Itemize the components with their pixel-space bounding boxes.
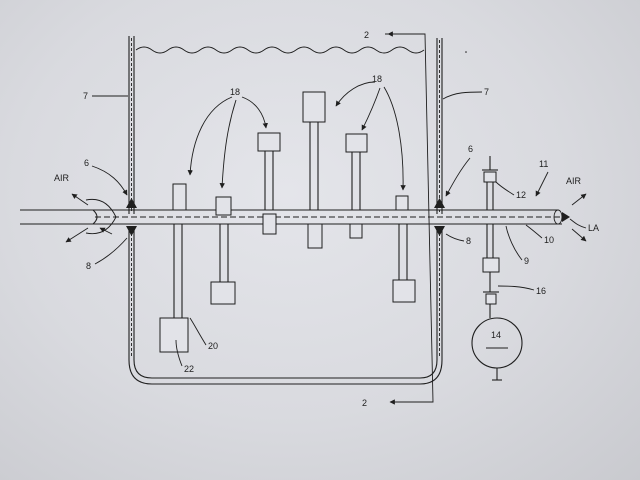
paddle-3	[258, 133, 280, 234]
label-air-right: AIR	[566, 176, 582, 186]
leader-8-left	[95, 238, 127, 264]
label-6-right: 6	[468, 144, 473, 154]
label-7-left: 7	[83, 91, 88, 101]
leader-12	[496, 182, 514, 195]
seal-left-bottom	[126, 226, 137, 236]
leader-16	[498, 286, 534, 290]
seal-right-top	[434, 198, 445, 208]
label-18-left: 18	[230, 87, 240, 97]
leader-20	[190, 318, 206, 345]
label-18-right: 18	[372, 74, 382, 84]
label-7-right: 7	[484, 87, 489, 97]
label-16: 16	[536, 286, 546, 296]
label-8-left: 8	[86, 261, 91, 271]
label-8-right: 8	[466, 236, 471, 246]
leader-8-right	[446, 234, 464, 241]
air-arrow-right-up	[572, 194, 586, 205]
seal-left-top	[126, 198, 137, 208]
paddle-2	[216, 197, 231, 215]
paddle-5	[346, 134, 367, 238]
leader-7-right	[443, 92, 482, 99]
tank-bottom	[129, 360, 442, 384]
label-la: LA	[588, 223, 599, 233]
flow-path-2	[385, 34, 433, 402]
leaders-18-left	[190, 97, 266, 188]
label-20: 20	[208, 341, 218, 351]
label-air-left: AIR	[54, 173, 70, 183]
liquid-surface-wave	[136, 47, 424, 53]
label-11: 11	[539, 159, 548, 169]
paddle-1	[173, 184, 186, 210]
label-22: 22	[184, 364, 194, 374]
label-6-left: 6	[84, 158, 89, 168]
leader-6-left	[92, 166, 127, 195]
leader-9	[506, 226, 522, 260]
label-2-top: 2	[364, 30, 369, 40]
drive-coupling-12	[482, 156, 498, 210]
leader-6-right	[446, 158, 470, 196]
speck	[465, 51, 467, 53]
motor-14	[472, 318, 522, 380]
paddle-4	[303, 92, 325, 248]
leader-la	[570, 219, 586, 228]
paddle-7	[211, 224, 235, 304]
seal-right-bottom	[434, 226, 445, 236]
drive-shaft-lower	[483, 224, 499, 318]
leader-10	[526, 225, 542, 238]
air-arrow-right-down	[572, 229, 586, 241]
label-12: 12	[516, 190, 526, 200]
label-2-bottom: 2	[362, 398, 367, 408]
air-arrow-left-down	[66, 228, 88, 242]
label-10: 10	[544, 235, 554, 245]
label-14: 14	[491, 330, 501, 340]
label-9: 9	[524, 256, 529, 266]
seal-right-end	[562, 212, 570, 222]
paddle-6	[393, 196, 415, 302]
leader-11	[536, 172, 548, 196]
air-arrow-left-up	[72, 194, 88, 205]
paddle-20	[160, 224, 188, 352]
